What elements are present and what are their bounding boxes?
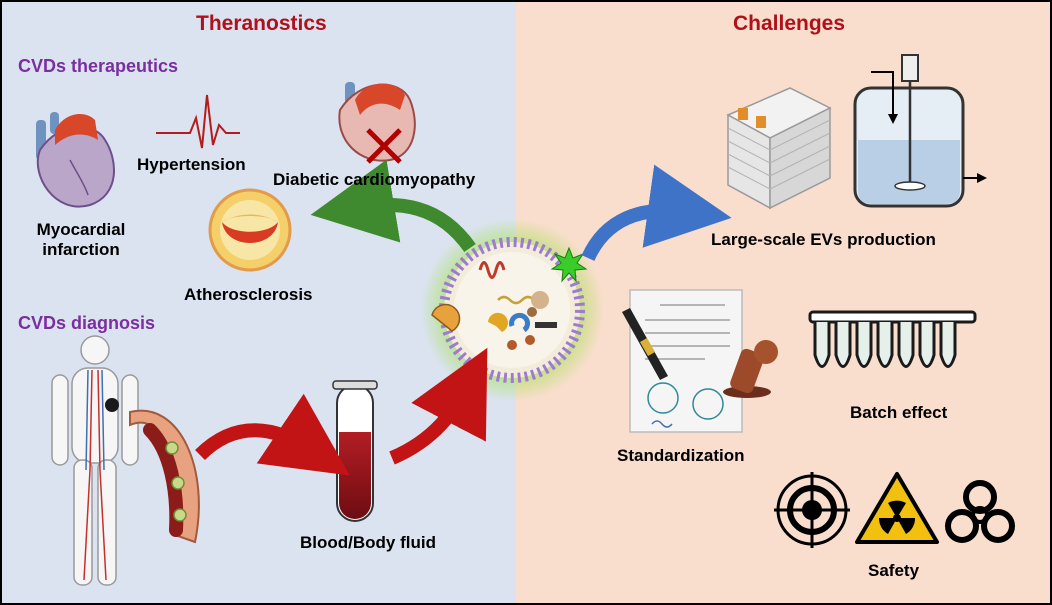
biohazard-icon — [945, 480, 1015, 543]
hazard-symbols-icon — [774, 472, 1015, 548]
blood-test-tube-icon — [332, 380, 378, 522]
extracellular-vesicle-icon — [420, 218, 604, 402]
hypertension-label: Hypertension — [137, 155, 246, 174]
myocardial-infarction-line2: infarction — [42, 239, 120, 259]
standardization-label: Standardization — [617, 446, 745, 465]
heart-with-cross-icon — [338, 82, 416, 164]
heartbeat-trace-icon — [156, 94, 240, 149]
atherosclerosis-label: Atherosclerosis — [184, 285, 313, 304]
large-scale-production-label: Large-scale EVs production — [711, 230, 936, 249]
diabetic-cardiomyopathy-label: Diabetic cardiomyopathy — [273, 170, 476, 189]
heart-icon — [36, 112, 115, 208]
artery-cross-section-icon — [208, 188, 292, 272]
challenges-title: Challenges — [733, 12, 846, 35]
arrow-to-challenges — [581, 164, 732, 262]
theranostics-title: Theranostics — [196, 12, 327, 35]
arrow-to-vesicle — [389, 347, 488, 465]
target-icon — [774, 472, 850, 548]
safety-label: Safety — [868, 561, 920, 580]
blood-body-fluid-label: Blood/Body fluid — [300, 533, 436, 552]
tube-rack-icon — [808, 310, 977, 368]
blood-vessel-icon — [129, 409, 200, 544]
document-stamp-icon — [622, 289, 778, 433]
arrow-to-therapeutics — [310, 159, 476, 253]
arrow-to-blood — [195, 393, 350, 476]
human-body-icon — [51, 335, 139, 586]
batch-effect-label: Batch effect — [850, 403, 948, 422]
myocardial-infarction-label: Myocardial infarction — [28, 220, 134, 259]
cell-factory-icon — [726, 87, 832, 210]
therapeutics-heading: CVDs therapeutics — [18, 56, 179, 76]
bioreactor-icon — [853, 54, 987, 208]
myocardial-infarction-line1: Myocardial — [36, 220, 126, 239]
radiation-warning-icon — [855, 472, 939, 544]
diagnosis-heading: CVDs diagnosis — [18, 313, 156, 333]
